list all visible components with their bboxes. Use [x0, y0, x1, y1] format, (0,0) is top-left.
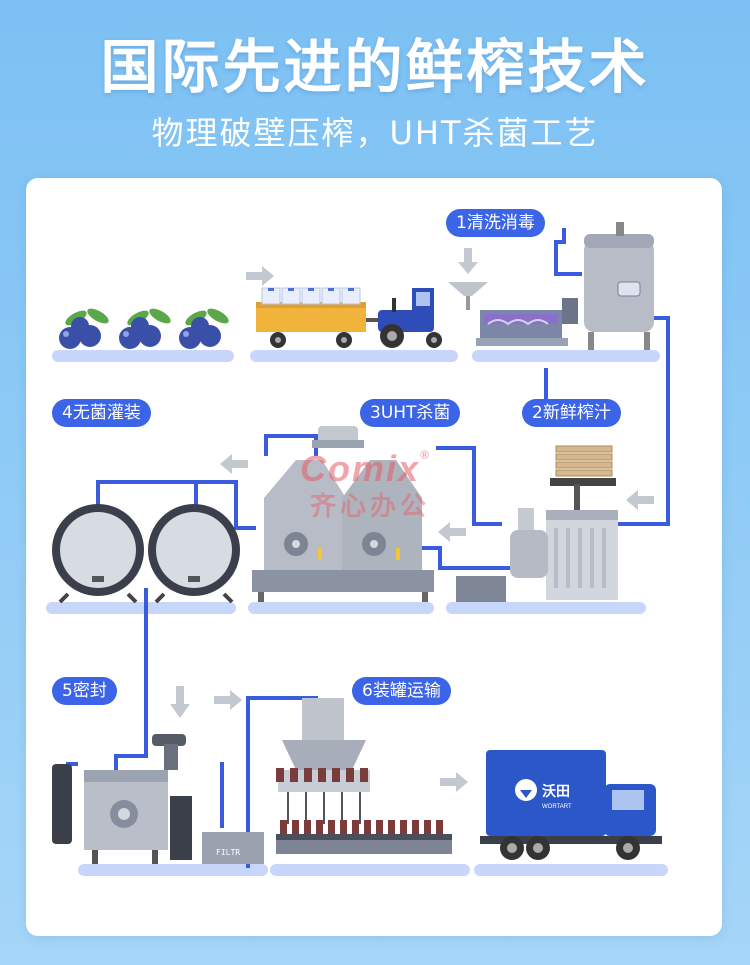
step-2-label: 2新鲜榨汁 [522, 399, 621, 427]
step-6-label: 6装罐运输 [352, 677, 451, 705]
washing-machine-illustration [448, 222, 654, 350]
watermark-en: Comix® [300, 448, 431, 489]
page-title: 国际先进的鲜榨技术 [100, 33, 650, 101]
filter-label: FILTR [216, 848, 240, 857]
shelves [46, 350, 668, 876]
tractor-illustration [256, 287, 442, 348]
step-3-label: 3UHT杀菌 [360, 399, 461, 427]
aseptic-tanks-illustration [52, 504, 240, 604]
watermark-cn: 齐心办公 [310, 492, 431, 522]
process-diagram: FILTR [46, 222, 670, 876]
page-subtitle: 物理破壁压榨，UHT杀菌工艺 [151, 114, 599, 152]
step-4-label: 4无菌灌装 [52, 399, 151, 427]
truck-brand-en: WORTART [542, 804, 572, 810]
truck-brand: 沃田 [542, 784, 570, 800]
step-5-label: 5密封 [52, 677, 117, 705]
juicer-press-illustration [456, 445, 618, 602]
blueberries-illustration [59, 308, 229, 349]
delivery-truck-illustration [480, 750, 662, 860]
step-1-label: 1清洗消毒 [446, 209, 545, 237]
sealing-machine-illustration [52, 734, 264, 864]
uht-sterilizer-illustration [252, 426, 434, 602]
bottling-line-illustration [276, 698, 452, 854]
flow-arrows [170, 248, 654, 792]
